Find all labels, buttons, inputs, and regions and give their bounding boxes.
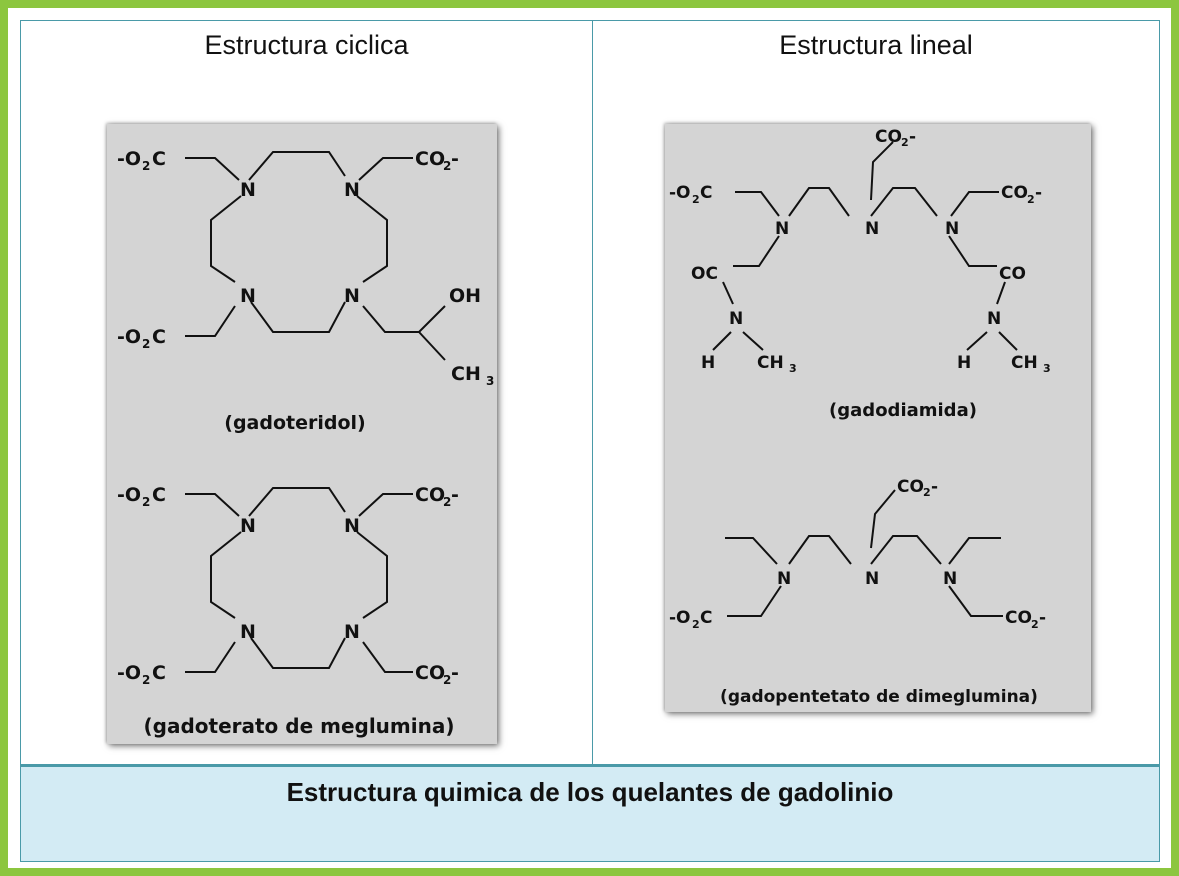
- carboxylate-right: CO: [415, 484, 445, 506]
- gadopentetato-structure: CO 2 - N N N -O 2 C CO 2 - (gadopentetat…: [669, 477, 1046, 707]
- charge: -: [909, 127, 916, 147]
- carboxylate-left: -O: [117, 148, 141, 170]
- carbon-atom: C: [152, 662, 166, 684]
- subscript: 2: [142, 159, 150, 173]
- nitrogen-atom: N: [865, 219, 879, 239]
- hydrogen-atom: H: [957, 353, 971, 373]
- carbonyl-group: OC: [691, 264, 718, 284]
- charge: -: [931, 477, 938, 497]
- subscript: 2: [901, 136, 909, 149]
- nitrogen-atom: N: [240, 285, 256, 307]
- nitrogen-atom: N: [865, 569, 879, 589]
- nitrogen-atom: N: [775, 219, 789, 239]
- carboxylate-right: CO: [415, 148, 445, 170]
- cyclic-structures-panel: -O 2 C CO 2 - N N N N -O 2 C OH CH 3 (ga…: [107, 124, 497, 744]
- carboxylate-left: -O: [669, 608, 691, 628]
- nitrogen-atom: N: [987, 309, 1001, 329]
- carboxylate-right: CO: [875, 127, 902, 147]
- carboxylate-right: CO: [415, 662, 445, 684]
- methyl-group: CH: [757, 353, 784, 373]
- nitrogen-atom: N: [729, 309, 743, 329]
- column-divider: [592, 21, 593, 766]
- nitrogen-atom: N: [945, 219, 959, 239]
- carboxylate-left: -O: [117, 484, 141, 506]
- nitrogen-atom: N: [344, 179, 360, 201]
- subscript: 2: [1027, 193, 1035, 206]
- hydrogen-atom: H: [701, 353, 715, 373]
- carboxylate-right: CO: [1001, 183, 1028, 203]
- gadodiamida-structure: CO 2 - -O 2 C CO 2 - N N N OC CO N N H C…: [669, 127, 1051, 421]
- linear-structures-drawing: CO 2 - -O 2 C CO 2 - N N N OC CO N N H C…: [669, 127, 1051, 707]
- carboxylate-right: CO: [1005, 608, 1032, 628]
- carbon-atom: C: [700, 183, 712, 203]
- compound-label-gadoterato: (gadoterato de meglumina): [144, 714, 455, 738]
- carbon-atom: C: [700, 608, 712, 628]
- nitrogen-atom: N: [344, 621, 360, 643]
- cyclic-structures-drawing: -O 2 C CO 2 - N N N N -O 2 C OH CH 3 (ga…: [117, 148, 494, 738]
- caption-bar: Estructura quimica de los quelantes de g…: [21, 764, 1159, 861]
- figure-caption: Estructura quimica de los quelantes de g…: [286, 777, 894, 807]
- charge: -: [1039, 608, 1046, 628]
- gadoteridol-structure: -O 2 C CO 2 - N N N N -O 2 C OH CH 3 (ga…: [117, 148, 494, 434]
- compound-label-gadopentetato: (gadopentetato de dimeglumina): [720, 687, 1038, 707]
- hydroxyl-group: OH: [449, 285, 481, 307]
- subscript: 2: [142, 673, 150, 687]
- compound-label-gadodiamida: (gadodiamida): [829, 400, 977, 421]
- subscript: 2: [443, 159, 451, 173]
- charge: -: [451, 484, 459, 506]
- carboxylate-right: CO: [897, 477, 924, 497]
- nitrogen-atom: N: [344, 285, 360, 307]
- methyl-group: CH: [1011, 353, 1038, 373]
- subscript: 2: [142, 495, 150, 509]
- nitrogen-atom: N: [240, 179, 256, 201]
- carboxylate-left: -O: [669, 183, 691, 203]
- nitrogen-atom: N: [344, 515, 360, 537]
- carbon-atom: C: [152, 326, 166, 348]
- subscript: 3: [789, 362, 797, 375]
- compound-label-gadoteridol: (gadoteridol): [224, 412, 365, 434]
- carbonyl-group: CO: [999, 264, 1026, 284]
- methyl-group: CH: [451, 363, 481, 385]
- charge: -: [451, 148, 459, 170]
- nitrogen-atom: N: [240, 621, 256, 643]
- gadoterato-structure: -O 2 C CO 2 - N N N N -O 2 C CO 2 - (gad…: [117, 484, 459, 738]
- subscript: 2: [142, 337, 150, 351]
- subscript: 2: [692, 193, 700, 206]
- nitrogen-atom: N: [777, 569, 791, 589]
- linear-structures-panel: CO 2 - -O 2 C CO 2 - N N N OC CO N N H C…: [665, 124, 1091, 712]
- carboxylate-left: -O: [117, 662, 141, 684]
- subscript: 2: [692, 618, 700, 631]
- carbon-atom: C: [152, 484, 166, 506]
- charge: -: [1035, 183, 1042, 203]
- header-cyclic: Estructura ciclica: [204, 30, 409, 60]
- nitrogen-atom: N: [240, 515, 256, 537]
- subscript: 2: [443, 673, 451, 687]
- figure-table: [20, 20, 1160, 862]
- subscript: 2: [1031, 618, 1039, 631]
- carboxylate-left: -O: [117, 326, 141, 348]
- subscript: 2: [443, 495, 451, 509]
- subscript: 2: [923, 486, 931, 499]
- charge: -: [451, 662, 459, 684]
- nitrogen-atom: N: [943, 569, 957, 589]
- carbon-atom: C: [152, 148, 166, 170]
- subscript: 3: [1043, 362, 1051, 375]
- header-linear: Estructura lineal: [779, 30, 973, 60]
- subscript: 3: [486, 374, 494, 388]
